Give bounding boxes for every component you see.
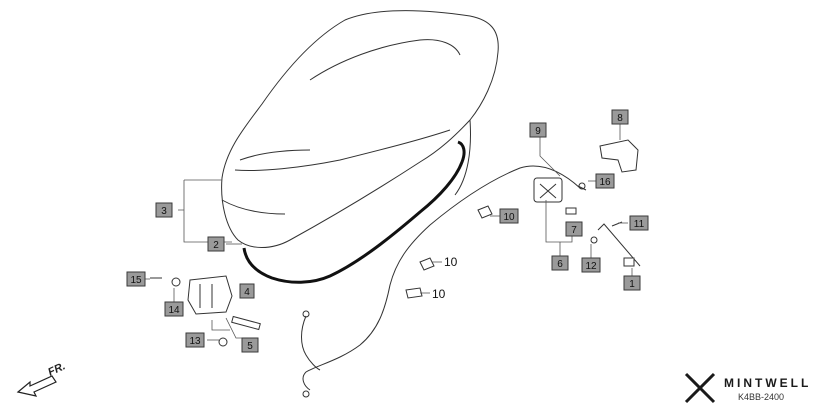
svg-text:9: 9 — [535, 126, 541, 137]
svg-text:6: 6 — [557, 259, 563, 270]
seat-lock-cable — [301, 165, 587, 398]
callout-11: 11 — [629, 215, 649, 231]
brand-name: MINTWELL — [724, 376, 812, 390]
callout-3: 3 — [155, 202, 173, 218]
figure-code: K4BB-2400 — [738, 392, 785, 402]
svg-text:8: 8 — [617, 113, 623, 124]
svg-text:16: 16 — [599, 177, 611, 188]
callout-9: 9 — [529, 122, 547, 138]
callout-6: 6 — [551, 255, 569, 271]
callout-4: 4 — [239, 283, 255, 299]
svg-text:3: 3 — [161, 206, 167, 217]
callout-1: 1 — [623, 275, 641, 291]
callout-8: 8 — [611, 109, 629, 125]
callout-2: 2 — [207, 236, 225, 252]
callout-12: 12 — [581, 257, 601, 273]
clip-fittings — [405, 205, 493, 299]
front-direction-arrow-icon — [16, 375, 57, 397]
svg-text:1: 1 — [629, 279, 635, 290]
seat-seal-strip — [242, 140, 466, 284]
svg-text:11: 11 — [634, 219, 645, 230]
callout-10-upper: 10 — [499, 208, 519, 224]
callout-14: 14 — [164, 301, 184, 317]
callout-13: 13 — [185, 332, 205, 348]
svg-text:14: 14 — [168, 305, 180, 316]
svg-text:13: 13 — [189, 336, 201, 347]
seat-assembly — [221, 10, 499, 248]
callout-7: 7 — [565, 221, 583, 237]
seat-latch-assembly — [533, 177, 586, 215]
svg-text:10: 10 — [503, 212, 515, 223]
svg-text:15: 15 — [130, 275, 142, 286]
label-10-middle: 10 — [444, 255, 458, 269]
brand-logo-icon — [684, 372, 716, 404]
callout-16: 16 — [595, 173, 615, 189]
callout-15: 15 — [126, 271, 146, 287]
svg-text:7: 7 — [571, 225, 577, 236]
lock-bracket-part — [599, 139, 639, 173]
label-10-lower: 10 — [432, 287, 446, 301]
svg-text:5: 5 — [247, 341, 253, 352]
svg-text:12: 12 — [585, 261, 597, 272]
front-direction-label: FR. — [46, 360, 67, 378]
svg-text:2: 2 — [213, 240, 219, 251]
seat-hinge-assembly — [150, 275, 261, 347]
callout-5: 5 — [241, 337, 259, 353]
brand-watermark: MINTWELL K4BB-2400 — [684, 370, 816, 408]
svg-text:4: 4 — [244, 287, 250, 298]
